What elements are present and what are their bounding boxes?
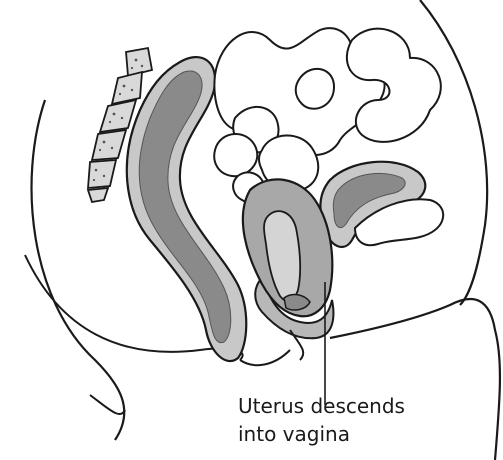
vertebra-segment bbox=[126, 48, 152, 76]
vertebra-segment bbox=[92, 130, 126, 160]
vertebra-segment bbox=[100, 100, 136, 132]
perineum-outline bbox=[240, 350, 290, 365]
abdominal-wall-outline bbox=[420, 0, 487, 305]
vertebra-segment bbox=[112, 72, 142, 104]
annotation-label: Uterus descends into vagina bbox=[238, 392, 458, 448]
bowel-loop bbox=[214, 134, 257, 176]
thigh-outline bbox=[90, 395, 125, 414]
vertebra-segment bbox=[88, 160, 116, 188]
bowel-loop bbox=[296, 69, 334, 109]
annotation-line-2: into vagina bbox=[238, 420, 458, 448]
annotation-line-1: Uterus descends bbox=[238, 392, 458, 420]
coccyx bbox=[88, 188, 108, 202]
